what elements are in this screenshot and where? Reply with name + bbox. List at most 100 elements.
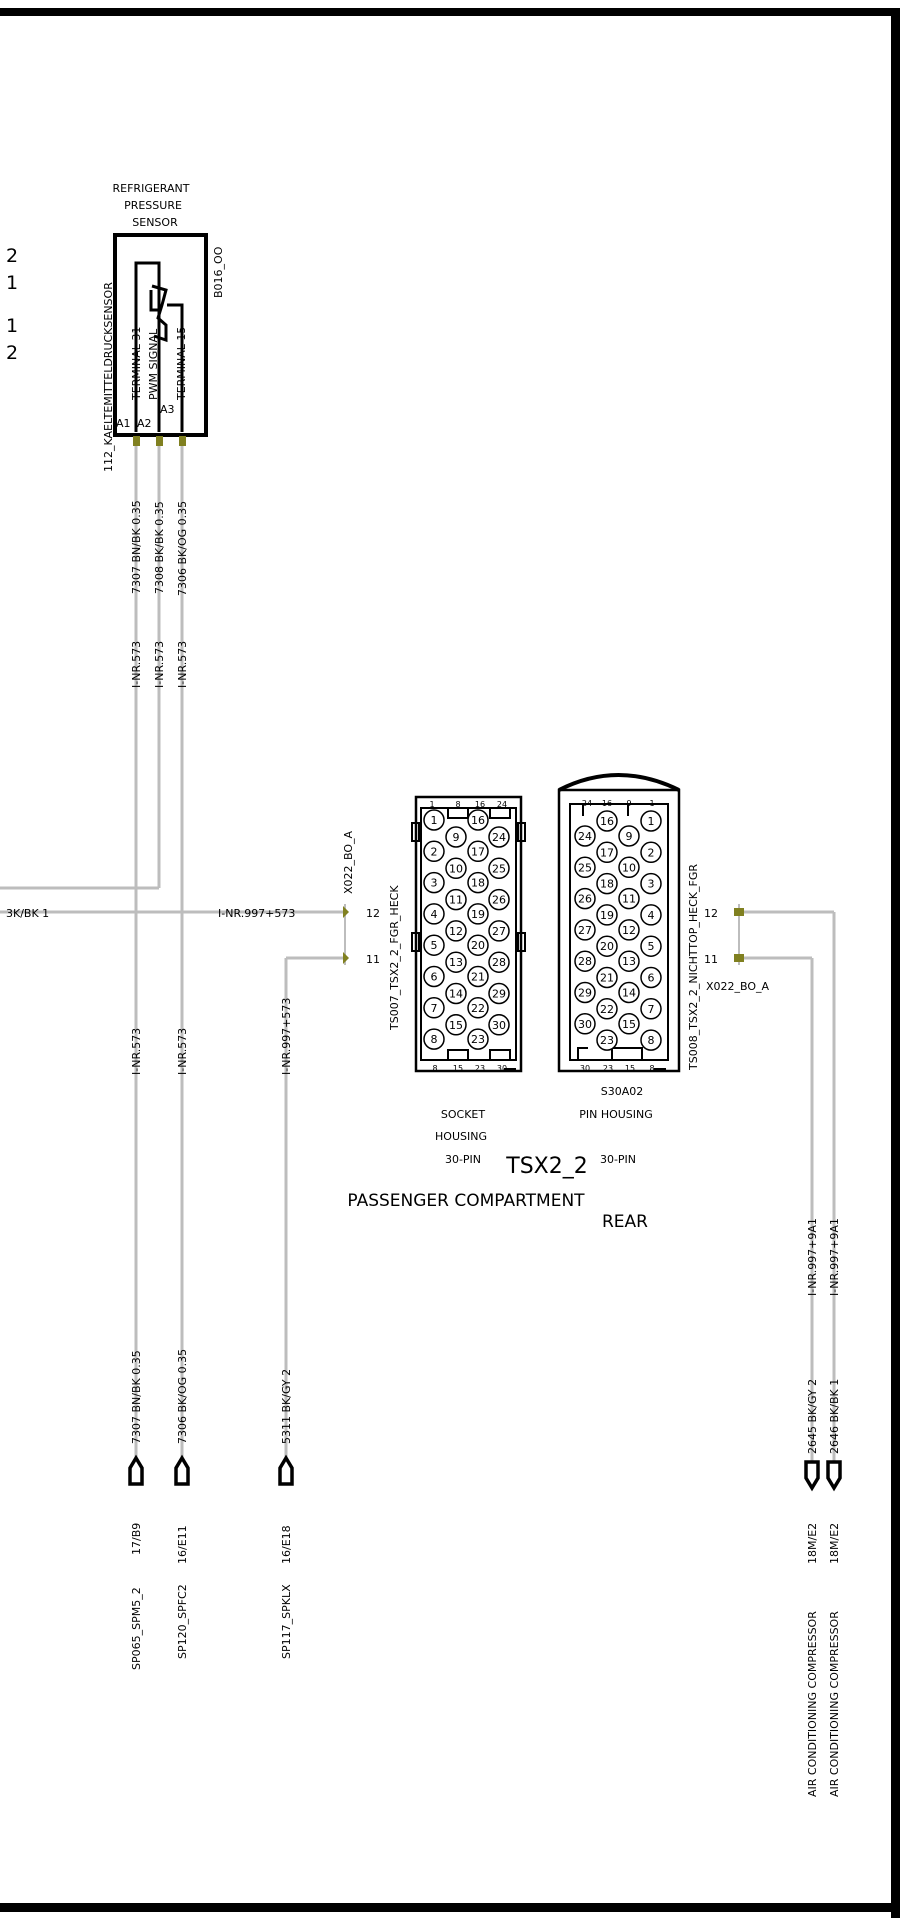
destination-grid: 18M/E2 [828, 1523, 841, 1564]
connector-pin: 29 [488, 982, 510, 1005]
connector-pin-label: 18 [471, 877, 485, 890]
connector-pin: 30 [574, 1013, 596, 1035]
connector-pin: 15 [618, 1013, 640, 1035]
connector-pin-label: 8 [648, 1034, 655, 1047]
connector-pin-label: 24 [492, 831, 506, 844]
connector-bottom-number: 8 [649, 1064, 654, 1073]
sensor-pin-a2: A2 [137, 417, 152, 430]
connector-pin: 3 [423, 871, 445, 894]
connector-pin-label: 16 [600, 815, 614, 828]
wire-label-left-stub: 3K/BK 1 [6, 907, 49, 920]
connector-pin-label: 3 [648, 878, 655, 891]
connector-pin-label: 15 [449, 1019, 463, 1032]
connector-pin: 8 [640, 1029, 662, 1051]
destination-name: SP117_SPKLX [280, 1584, 293, 1659]
connector-pin: 8 [423, 1028, 445, 1050]
wire-label-7306-top: 7306 BK/OG 0.35 [176, 501, 189, 596]
wire-label-inr997-9a1: I-NR.997+9A1 [828, 1218, 841, 1296]
connector-pin: 7 [640, 998, 662, 1020]
destination-name: AIR CONDITIONING COMPRESSOR [806, 1611, 819, 1797]
connector-pin: 9 [618, 825, 640, 847]
connector-pin: 25 [488, 857, 510, 880]
pin-12-label: 12 [366, 907, 380, 920]
connector-pin: 20 [467, 934, 489, 956]
connector-pin: 16 [467, 809, 489, 831]
connector-pin: 12 [445, 920, 467, 942]
margin-number: 1 [6, 272, 18, 294]
destination-grid: 17/B9 [130, 1523, 143, 1555]
connector-pin: 11 [445, 888, 467, 911]
connector-pin-label: 5 [431, 939, 438, 952]
connector-pin-label: 12 [622, 924, 636, 937]
connector-pin: 18 [467, 871, 489, 894]
connector-pin-label: 24 [578, 830, 592, 843]
connector-pin: 14 [445, 982, 467, 1005]
connector-pin-label: 1 [431, 814, 438, 827]
connector-pin-label: 10 [449, 862, 463, 875]
connector-pin: 9 [445, 826, 467, 848]
connector-pin: 1 [423, 809, 445, 831]
connector-pin: 22 [467, 997, 489, 1019]
refrigerant-pressure-sensor: REFRIGERANT PRESSURE SENSOR B016_OO 112_… [102, 182, 225, 472]
margin-number: 1 [6, 315, 18, 337]
socket-caption-3: 30-PIN [445, 1153, 481, 1166]
connector-pin: 10 [445, 857, 467, 880]
connector-pin: 29 [574, 981, 596, 1004]
connector-id: X022_BO_A [706, 980, 770, 993]
connector-pin-label: 29 [492, 988, 506, 1001]
connector-pin-label: 3 [431, 877, 438, 890]
connector-top-number: 1 [649, 799, 654, 808]
connector-pin-label: 9 [626, 830, 633, 843]
sensor-pin-a1: A1 [116, 417, 131, 430]
connector-pin-label: 30 [492, 1019, 506, 1032]
connector-pin-label: 14 [622, 987, 636, 1000]
connector-pin: 28 [488, 951, 510, 973]
connector-pin: 20 [596, 935, 618, 957]
sensor-pin-a3: A3 [160, 403, 175, 416]
connector-pin: 6 [640, 966, 662, 989]
wire-label-7308-top: 7308 BK/BK 0.35 [153, 501, 166, 594]
connector-pin-label: 21 [600, 972, 614, 985]
connector-pin-label: 5 [648, 940, 655, 953]
connector-pin-label: 23 [600, 1034, 614, 1047]
connector-pin: 27 [488, 920, 510, 942]
connector-pin-label: 12 [449, 925, 463, 938]
connector-pin: 19 [467, 903, 489, 925]
destination-grid: 16/E18 [280, 1525, 293, 1564]
connector-pin-label: 14 [449, 988, 463, 1001]
connector-pin-label: 10 [622, 861, 636, 874]
connector-id: X022_BO_A [342, 830, 355, 894]
connector-pin: 19 [596, 904, 618, 926]
socket-caption-1: SOCKET [441, 1108, 485, 1121]
connector-pin-label: 17 [471, 845, 485, 858]
connector-pin-label: 4 [648, 909, 655, 922]
connector-pin: 6 [423, 965, 445, 988]
pin-housing-connector: 24 16 9 1 30 23 15 8 2425262728293016171… [557, 773, 770, 1166]
connector-pin-label: 16 [471, 814, 485, 827]
connector-pin-label: 26 [492, 894, 506, 907]
sensor-id: B016_OO [212, 246, 225, 298]
connector-pin: 24 [488, 826, 510, 848]
connector-pin: 3 [640, 872, 662, 895]
connector-pin: 17 [596, 841, 618, 864]
connector-pin-label: 21 [471, 971, 485, 984]
connector-pin-label: 18 [600, 878, 614, 891]
down-terminal-arrow [804, 1460, 820, 1492]
sensor-title-1: REFRIGERANT [113, 182, 190, 195]
connector-bottom-number: 30 [580, 1064, 590, 1073]
connector-pin: 7 [423, 997, 445, 1019]
connector-pin-label: 7 [648, 1003, 655, 1016]
connector-bottom-number: 15 [453, 1064, 463, 1073]
connector-bottom-number: 23 [603, 1064, 613, 1073]
connector-pin: 2 [423, 840, 445, 863]
pin-11-label: 11 [704, 953, 718, 966]
connector-pin-label: 25 [492, 862, 506, 875]
wire-label-inr997-9a1: I-NR.997+9A1 [806, 1218, 819, 1296]
connector-pin-label: 26 [578, 893, 592, 906]
destination-name: AIR CONDITIONING COMPRESSOR [828, 1611, 841, 1797]
pin-12-label: 12 [704, 907, 718, 920]
connector-pin: 18 [596, 872, 618, 895]
connector-pin: 23 [467, 1028, 489, 1050]
connector-pin: 5 [640, 935, 662, 957]
